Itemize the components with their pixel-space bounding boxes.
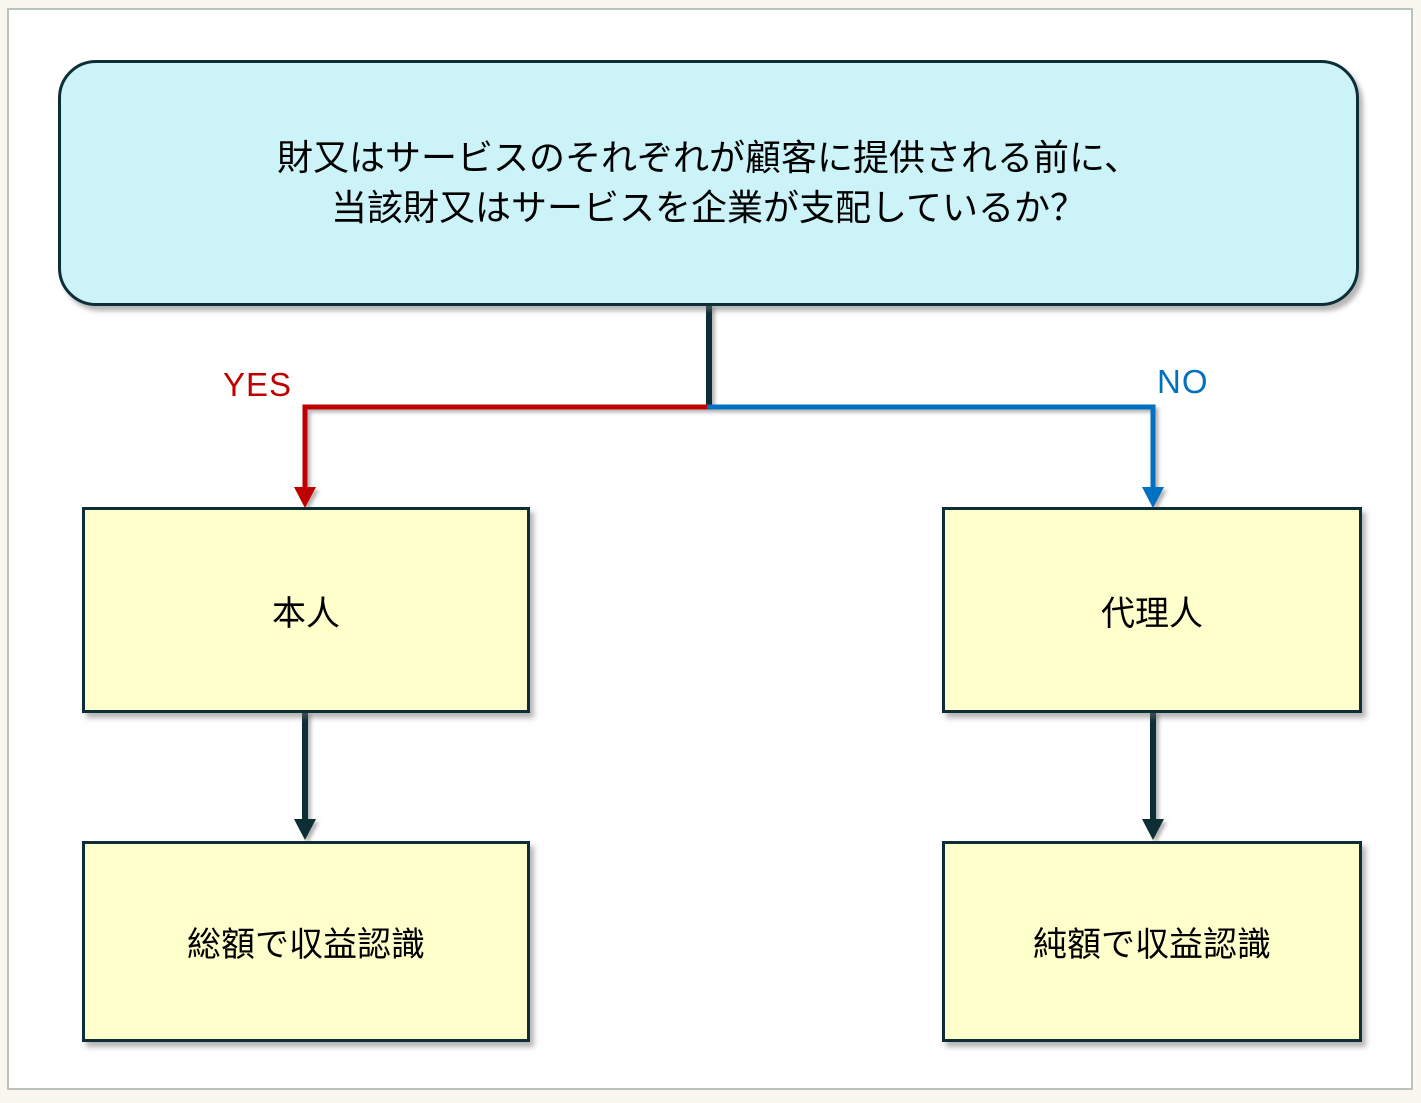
gross-revenue-label: 総額で収益認識 [187, 926, 425, 964]
question-line-2: 当該財又はサービスを企業が支配しているか？ [331, 187, 1086, 228]
yes-label: YES [223, 366, 293, 403]
net-revenue-label: 純額で収益認識 [1033, 926, 1271, 964]
question-box: 財又はサービスのそれぞれが顧客に提供される前に、 当該財又はサービスを企業が支配… [58, 60, 1359, 306]
net-revenue-box: 純額で収益認識 [942, 841, 1362, 1042]
principal-box: 本人 [82, 507, 530, 713]
agent-label: 代理人 [1101, 594, 1203, 633]
no-label: NO [1157, 363, 1209, 400]
agent-box: 代理人 [942, 507, 1362, 713]
question-line-1: 財又はサービスのそれぞれが顧客に提供される前に、 [277, 137, 1140, 178]
gross-revenue-box: 総額で収益認識 [82, 841, 530, 1042]
principal-label: 本人 [272, 594, 340, 633]
